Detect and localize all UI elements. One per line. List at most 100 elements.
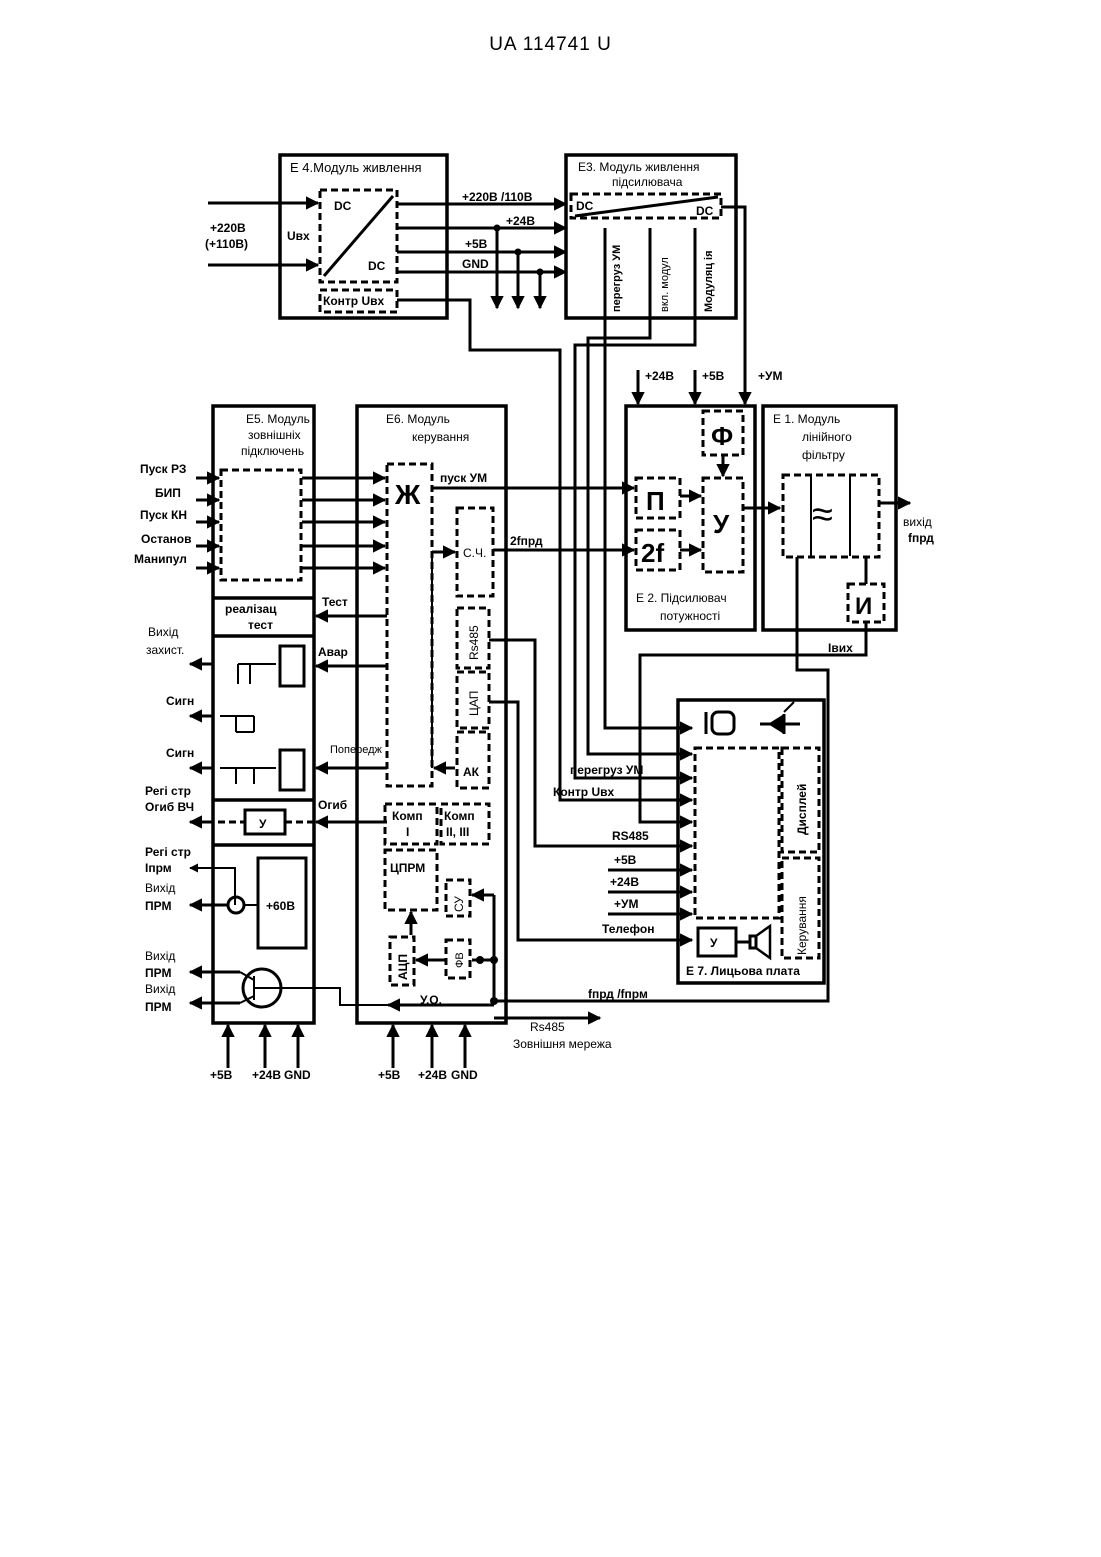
e5-out3-b: ПРМ (145, 966, 171, 980)
e6-tsprm-block: ЦПРМ (390, 861, 425, 875)
bottom-rs485-label: Rs485 (530, 1020, 565, 1034)
power-24v-b: +24В (418, 1068, 447, 1082)
e1-filter-symbol: ≈ (812, 494, 833, 536)
e5-reg2-a: Регі стр (145, 845, 191, 859)
e7-24v-label: +24В (610, 875, 639, 889)
e2-u-block: У (713, 509, 730, 539)
e4-uvx-label: Uвх (287, 229, 310, 243)
e5-external-connections-module: Е5. Модуль зовнішніх підключень Пуск РЗ … (134, 406, 314, 1023)
e7-rs485-label: RS485 (612, 829, 649, 843)
e7-um-label: +УМ (614, 897, 638, 911)
e7-display-label: Дисплей (795, 784, 809, 835)
bottom-ext-net-label: Зовнішня мережа (513, 1037, 612, 1051)
e3-title-a: Е3. Модуль живлення (578, 160, 699, 174)
e6-ak-block: АК (463, 765, 480, 779)
e1-title-b: лінійного (802, 430, 852, 444)
e1-out-b: fпрд (908, 531, 934, 545)
e4-kontr-label: Контр Uвх (323, 294, 384, 308)
e2-in-5: +5В (702, 369, 725, 383)
e6-control-module: Е6. Модуль керування Ж пуск УМ С.Ч. 2fпр… (302, 406, 634, 1023)
power-5v-b: +5В (378, 1068, 401, 1082)
e5-title-b: зовнішніх (248, 428, 301, 442)
e7-kontr-label: Контр Uвх (553, 785, 614, 799)
e2-title-a: Е 2. Підсилювач (636, 591, 727, 605)
e7-title: Е 7. Лицьова плата (686, 964, 800, 978)
e3-overload-label: перегруз УМ (611, 245, 623, 312)
e6-zh-block: Ж (394, 479, 421, 510)
e3-title-b: підсилювача (612, 175, 683, 189)
e6-komp2-a: Комп (444, 809, 475, 823)
bus-24-label: +24В (506, 214, 535, 228)
power-24v-a: +24В (252, 1068, 281, 1082)
e6-pusk-label: пуск УМ (440, 471, 487, 485)
e5-out4-b: ПРМ (145, 1000, 171, 1014)
e4-input-110: (+110В) (205, 237, 248, 251)
e5-out2-a: Вихід (145, 881, 175, 895)
e6-sch-block: С.Ч. (463, 546, 486, 560)
e5-sig2-label: Сигн (166, 746, 194, 760)
e6-dac-block: ЦАП (467, 691, 481, 716)
bus-220-label: +220В /110В (462, 190, 533, 204)
e5-input-2: Пуск КН (140, 508, 187, 522)
e6-title-b: керування (412, 430, 469, 444)
e2-f-block: Ф (711, 421, 733, 451)
e6-komp1-b: I (406, 825, 409, 839)
bottom-fprd-label: fпрд /fпрм (588, 987, 648, 1001)
e6-poperedzh-label: Попередж (330, 744, 383, 756)
e5-u-block: У (259, 817, 267, 831)
e2-in-um: +УМ (758, 369, 782, 383)
e5-input-1: БИП (155, 486, 181, 500)
e3-amplifier-power-module: Е3. Модуль живлення підсилювача DC DC пе… (566, 155, 736, 318)
e2-2f-block: 2f (641, 538, 664, 568)
e5-realtest-b: тест (248, 618, 273, 632)
e5-sig1-label: Сигн (166, 694, 194, 708)
e6-su-block: СУ (452, 896, 466, 912)
e1-title-a: Е 1. Модуль (773, 412, 840, 426)
e3-modulation-label: Модуляц ія (703, 250, 715, 312)
e4-dc-bottom: DC (368, 259, 386, 273)
e5-60v-block: +60В (266, 899, 295, 913)
e6-avar-label: Авар (318, 645, 348, 659)
e5-reg1-b: Огиб ВЧ (145, 800, 194, 814)
e5-out4-a: Вихід (145, 982, 175, 996)
e5-out1-b: захист. (146, 643, 184, 657)
e6-2fprd-label: 2fпрд (510, 534, 543, 548)
e2-p-block: П (646, 486, 665, 516)
e6-ogib-label: Огиб (318, 798, 347, 812)
e3-modul-on-label: вкл. модул (659, 257, 671, 312)
power-5v-a: +5В (210, 1068, 233, 1082)
e7-overload-label: перегруз УМ (570, 763, 643, 777)
e5-out2-b: ПРМ (145, 899, 171, 913)
e5-reg1-a: Регі стр (145, 784, 191, 798)
e6-komp1-a: Комп (392, 809, 423, 823)
e6-adc-block: АЦП (396, 954, 410, 980)
e7-control-label: Керування (795, 896, 809, 955)
e6-title-a: Е6. Модуль (386, 412, 450, 426)
e5-title-c: підключень (241, 444, 304, 458)
e4-dc-top: DC (334, 199, 352, 213)
bus-5-label: +5В (465, 237, 488, 251)
e5-reg2-b: Iпрм (145, 861, 172, 875)
e4-input-220: +220В (210, 221, 246, 235)
e7-phone-label: Телефон (602, 922, 654, 936)
e5-title-a: Е5. Модуль (246, 412, 310, 426)
e5-input-4: Манипул (134, 552, 187, 566)
e6-rs485-block: Rs485 (467, 625, 481, 660)
e6-test-label: Тест (322, 595, 348, 609)
power-gnd-b: GND (451, 1068, 478, 1082)
e7-5v-label: +5В (614, 853, 637, 867)
e5-out1-a: Вихід (148, 625, 178, 639)
e5-realtest-a: реалізац (225, 602, 277, 616)
e1-title-c: фільтру (802, 448, 845, 462)
e5-out3-a: Вихід (145, 949, 175, 963)
e6-fv-block: ФВ (454, 952, 466, 968)
e4-power-module: Е 4.Модуль живлення DC DC Uвх Контр Uвх … (205, 155, 447, 318)
e1-i-block: И (855, 593, 872, 620)
e7-u-block: У (710, 936, 718, 950)
e2-title-b: потужності (660, 609, 720, 623)
e5-input-3: Останов (141, 532, 192, 546)
e1-out-a: вихід (903, 515, 932, 529)
e5-input-0: Пуск РЗ (140, 462, 186, 476)
e1-iout-label: Iвих (828, 641, 853, 655)
